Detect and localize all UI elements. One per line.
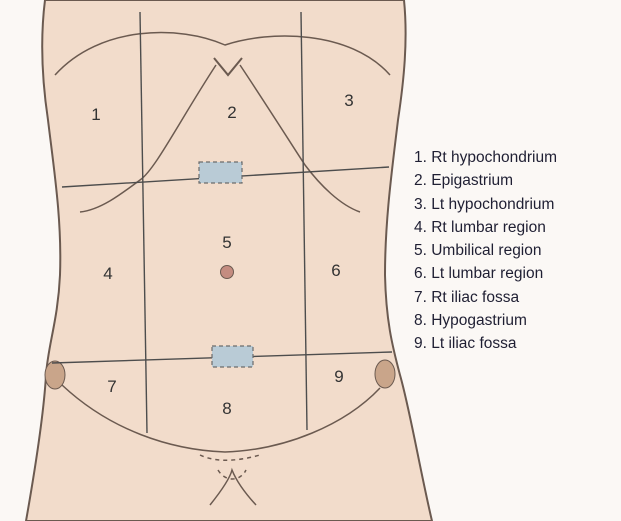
region-label-2: 2 (227, 103, 236, 122)
region-label-1: 1 (91, 105, 100, 124)
legend-item-6: 6. Lt lumbar region (414, 262, 557, 285)
legend-item-2: 2. Epigastrium (414, 169, 557, 192)
legend-item-7: 7. Rt iliac fossa (414, 286, 557, 309)
region-label-9: 9 (334, 367, 343, 386)
legend-item-4: 4. Rt lumbar region (414, 216, 557, 239)
legend-item-3: 3. Lt hypochondrium (414, 193, 557, 216)
region-label-6: 6 (331, 261, 340, 280)
legend-item-1: 1. Rt hypochondrium (414, 146, 557, 169)
region-label-4: 4 (103, 264, 112, 283)
left-hip-oval (375, 360, 395, 388)
region-label-8: 8 (222, 399, 231, 418)
legend-item-5: 5. Umbilical region (414, 239, 557, 262)
umbilicus (221, 266, 234, 279)
legend-item-8: 8. Hypogastrium (414, 309, 557, 332)
torso-silhouette (26, 0, 432, 521)
region-label-3: 3 (344, 91, 353, 110)
region-label-5: 5 (222, 233, 231, 252)
right-hip-oval (45, 361, 65, 389)
transpyloric-marker (199, 162, 242, 183)
region-label-7: 7 (107, 377, 116, 396)
transtubercular-marker (212, 346, 253, 367)
legend-item-9: 9. Lt iliac fossa (414, 332, 557, 355)
region-legend: 1. Rt hypochondrium 2. Epigastrium 3. Lt… (414, 146, 557, 356)
